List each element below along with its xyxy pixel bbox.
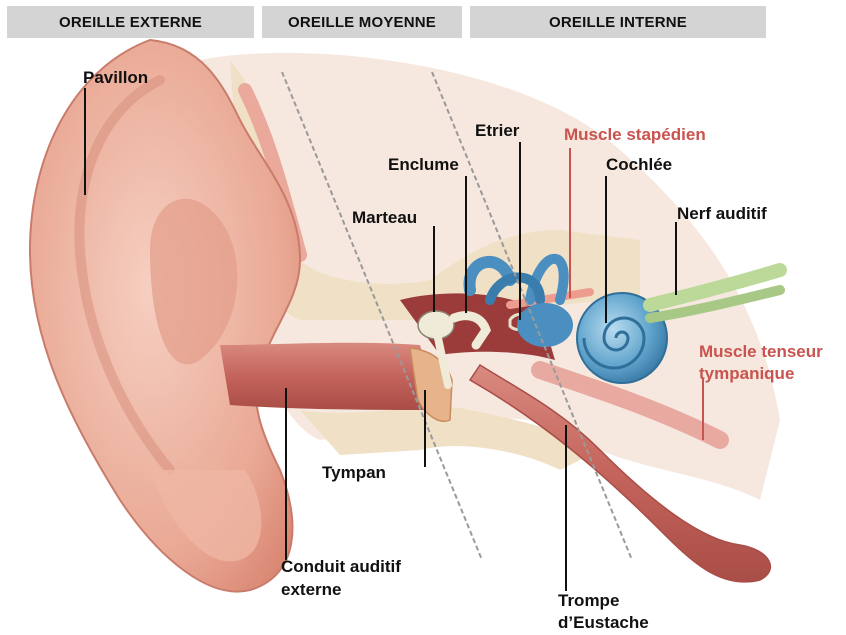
label-nerf-auditif: Nerf auditif — [677, 203, 767, 225]
label-pavillon: Pavillon — [83, 67, 148, 89]
label-etrier: Etrier — [475, 120, 519, 142]
label-trompe-line2: d’Eustache — [558, 612, 649, 634]
vestibule — [517, 303, 573, 347]
label-marteau: Marteau — [352, 207, 417, 229]
label-cochlee: Cochlée — [606, 154, 672, 176]
label-conduit-line1: Conduit auditif — [281, 556, 401, 578]
label-trompe-line1: Trompe — [558, 590, 619, 612]
label-muscle-tenseur-line2: tympanique — [699, 363, 794, 385]
label-tympan: Tympan — [322, 462, 386, 484]
label-muscle-tenseur-line1: Muscle tenseur — [699, 341, 823, 363]
label-muscle-stapedien: Muscle stapédien — [564, 124, 706, 146]
label-enclume: Enclume — [388, 154, 459, 176]
label-conduit-line2: externe — [281, 579, 341, 601]
